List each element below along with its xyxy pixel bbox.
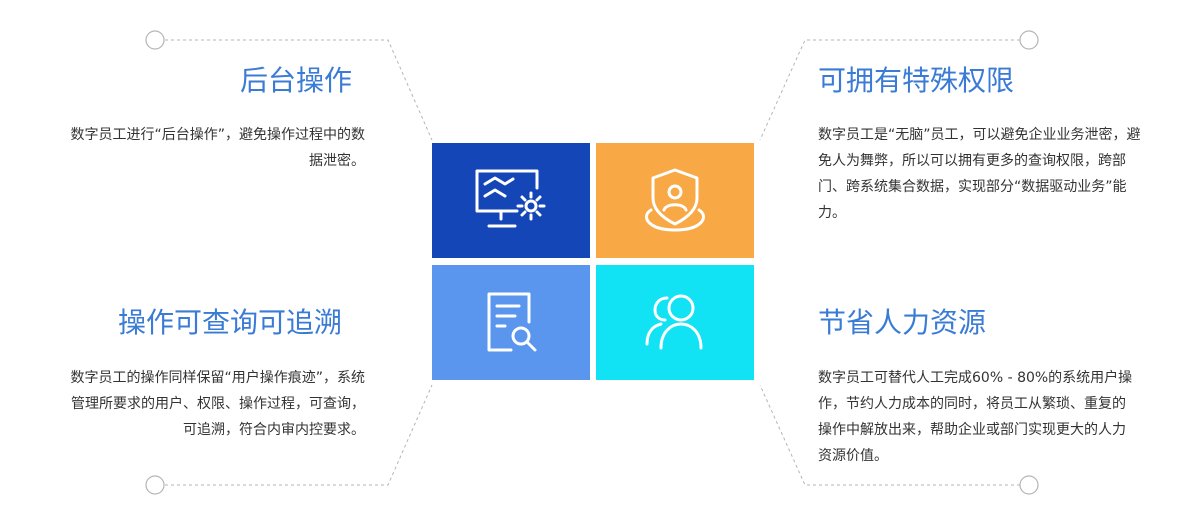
connector-top-right [759, 39, 1020, 141]
tile-search [432, 265, 590, 380]
tile-people [596, 265, 754, 380]
section-desc-save-hr: 数字员工可替代人工完成60% - 80%的系统用户操作，节约人力成本的同时，将员… [818, 370, 1133, 464]
connector-end-circle [145, 30, 165, 50]
connector-top-left [165, 39, 433, 141]
section-title-special-permissions: 可拥有特殊权限 [818, 64, 1015, 97]
section-desc-traceable: 数字员工的操作同样保留“用户操作痕迹”，系统管理所要求的用户、权限、操作过程，可… [70, 370, 365, 438]
connector-end-circle [1019, 30, 1039, 50]
section-title-save-hr: 节省人力资源 [818, 306, 987, 339]
section-title-traceable: 操作可查询可追溯 [118, 306, 343, 339]
document-search-icon [487, 292, 537, 351]
connector-bottom-right [759, 384, 1020, 486]
tile-monitor [432, 143, 590, 258]
connector-bottom-left [165, 384, 433, 486]
section-desc-special-permissions: 数字员工是“无脑”员工，可以避免企业业务泄密，避免人为舞弊，所以可以拥有更多的查… [818, 127, 1141, 221]
connector-end-circle [1019, 475, 1039, 495]
section-desc-backend-ops: 数字员工进行“后台操作”，避免操作过程中的数据泄密。 [70, 127, 365, 169]
tile-shield [596, 143, 754, 258]
section-title-backend-ops: 后台操作 [240, 64, 353, 97]
people-icon [645, 294, 703, 349]
shield-user-icon [645, 168, 705, 231]
connector-end-circle [145, 475, 165, 495]
monitor-gear-icon [475, 169, 546, 227]
